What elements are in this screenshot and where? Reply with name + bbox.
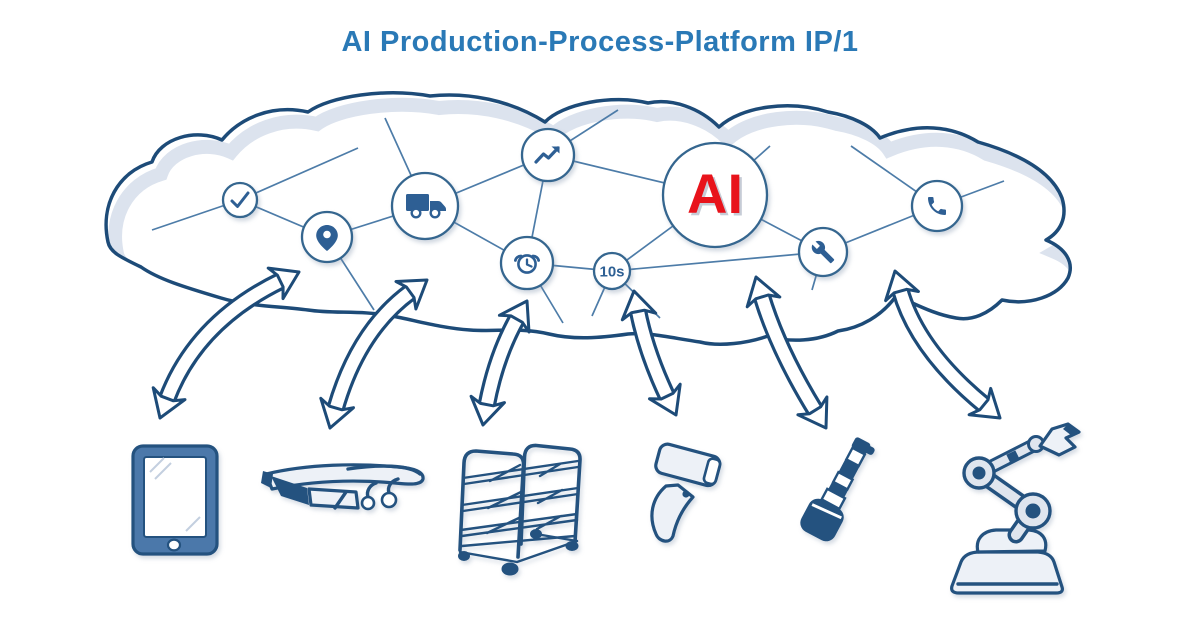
arrow-cloud-to-cart xyxy=(469,299,531,427)
trending-up-icon xyxy=(534,146,560,164)
node-wrench xyxy=(797,226,849,278)
network-edge-tens-wrench xyxy=(611,251,824,272)
label-ai-shadow: AI xyxy=(690,165,746,228)
node-alarm xyxy=(499,235,555,291)
diagram-title: AI Production-Process-Platform IP/1 xyxy=(341,26,859,58)
node-check xyxy=(221,181,259,219)
label-ai: AI xyxy=(687,162,743,225)
node-truck xyxy=(390,171,460,241)
arrow-cloud-to-robot xyxy=(884,269,1002,420)
phone-icon xyxy=(928,197,946,215)
smart-glasses-icon xyxy=(261,463,425,511)
alarm-clock-icon xyxy=(514,254,540,274)
tablet-icon xyxy=(131,444,219,556)
truck-icon xyxy=(406,194,446,219)
label-10s: 10s xyxy=(599,264,624,281)
arrow-cloud-to-tablet xyxy=(151,266,301,420)
checkmark-icon xyxy=(230,191,250,208)
location-pin-icon xyxy=(316,225,338,251)
shelf-cart-icon xyxy=(458,443,582,576)
barcode-scanner-icon xyxy=(650,442,722,543)
robot-arm-icon xyxy=(950,422,1081,595)
cloud-outline xyxy=(104,91,1072,346)
arrow-cloud-to-scanner xyxy=(620,289,682,417)
node-phone xyxy=(910,179,964,233)
wrench-icon xyxy=(811,240,835,264)
network-stub-check xyxy=(239,147,359,201)
arrow-cloud-to-tool xyxy=(745,275,829,430)
arrow-cloud-to-glasses xyxy=(319,278,429,430)
cloud-fill xyxy=(106,92,1071,345)
devices xyxy=(131,422,1081,595)
node-pin xyxy=(300,210,354,264)
network-nodes: 10s AI AI xyxy=(221,127,964,291)
power-tool-icon xyxy=(800,437,875,542)
node-trend xyxy=(520,127,576,183)
cloud-device-arrows xyxy=(151,266,1002,430)
node-ai: AI AI xyxy=(661,141,769,249)
node-10s: 10s xyxy=(592,251,632,291)
